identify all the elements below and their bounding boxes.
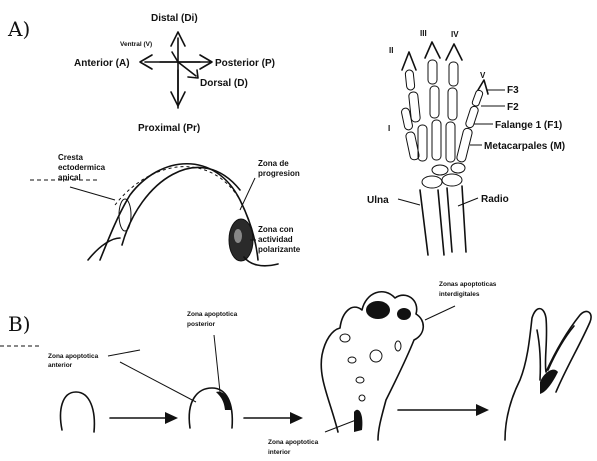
apoptosis-interdigital-line2: interdigitales [439, 291, 480, 298]
panel-label-b: B) [8, 312, 31, 336]
sequence-arrow-3 [398, 404, 489, 416]
axis-label-posterior: Posterior (P) [215, 58, 275, 69]
ulna-label: Ulna [367, 195, 389, 206]
apoptosis-interior-line2: interior [268, 449, 291, 456]
axis-label-ventral: Ventral (V) [120, 41, 152, 48]
polarizing-zone-label: Zona con actividad polarizante [258, 225, 301, 254]
apoptosis-interior-line1: Zona apoptotica [268, 439, 319, 446]
apoptosis-anterior-label: Zona apoptotica anterior [48, 353, 100, 369]
apoptosis-interdigital-line1: Zonas apoptoticas [439, 281, 497, 288]
crest-label: Cresta ectodermica apical [58, 153, 107, 182]
progression-zone-label: Zona de progresion [258, 159, 300, 178]
apoptosis-anterior-line2: anterior [48, 362, 73, 369]
crest-label-line3: apical [58, 173, 81, 182]
sequence-arrow-1 [110, 412, 178, 424]
axis-label-anterior: Anterior (A) [74, 58, 130, 69]
phalanx1-label: Falange 1 (F1) [495, 120, 562, 131]
digit-label-i: I [388, 124, 390, 133]
apoptosis-interior-label: Zona apoptotica interior [268, 439, 320, 456]
phalanx3-label: F3 [507, 85, 519, 96]
axis-label-dorsal: Dorsal (D) [200, 78, 248, 89]
polarizing-label-line3: polarizante [258, 245, 301, 254]
stage1-bud [61, 392, 95, 432]
crest-label-line2: ectodermica [58, 163, 106, 172]
polarizing-label-line2: actividad [258, 235, 293, 244]
apoptosis-posterior-line2: posterior [187, 321, 216, 328]
axis-label-proximal: Proximal (Pr) [138, 123, 200, 134]
progression-label-line2: progresion [258, 169, 300, 178]
apoptosis-anterior-line1: Zona apoptotica [48, 353, 99, 360]
digit-label-iv: IV [451, 30, 459, 39]
apoptosis-posterior-label: Zona apoptotica posterior [187, 311, 239, 328]
axis-label-distal: Distal (Di) [151, 13, 198, 24]
polarizing-label-line1: Zona con [258, 225, 294, 234]
apoptosis-posterior-line1: Zona apoptotica [187, 311, 238, 318]
sequence-arrow-2 [244, 412, 303, 424]
stage4-digits [505, 309, 591, 440]
phalanx2-label: F2 [507, 102, 519, 113]
metacarpals-label: Metacarpales (M) [484, 141, 565, 152]
apoptosis-leader-lines [108, 306, 455, 432]
crest-label-line1: Cresta [58, 153, 83, 162]
stage3-hand-plate [321, 292, 423, 440]
digit-label-iii: III [420, 29, 427, 38]
digit-label-ii: II [389, 46, 393, 55]
progression-label-line1: Zona de [258, 159, 289, 168]
digit-label-v: V [480, 71, 486, 80]
panel-label-a: A) [7, 17, 30, 41]
apoptosis-interdigital-label: Zonas apoptoticas interdigitales [439, 281, 498, 298]
stage2-posterior-shading [216, 392, 231, 410]
radius-label: Radio [481, 194, 509, 205]
